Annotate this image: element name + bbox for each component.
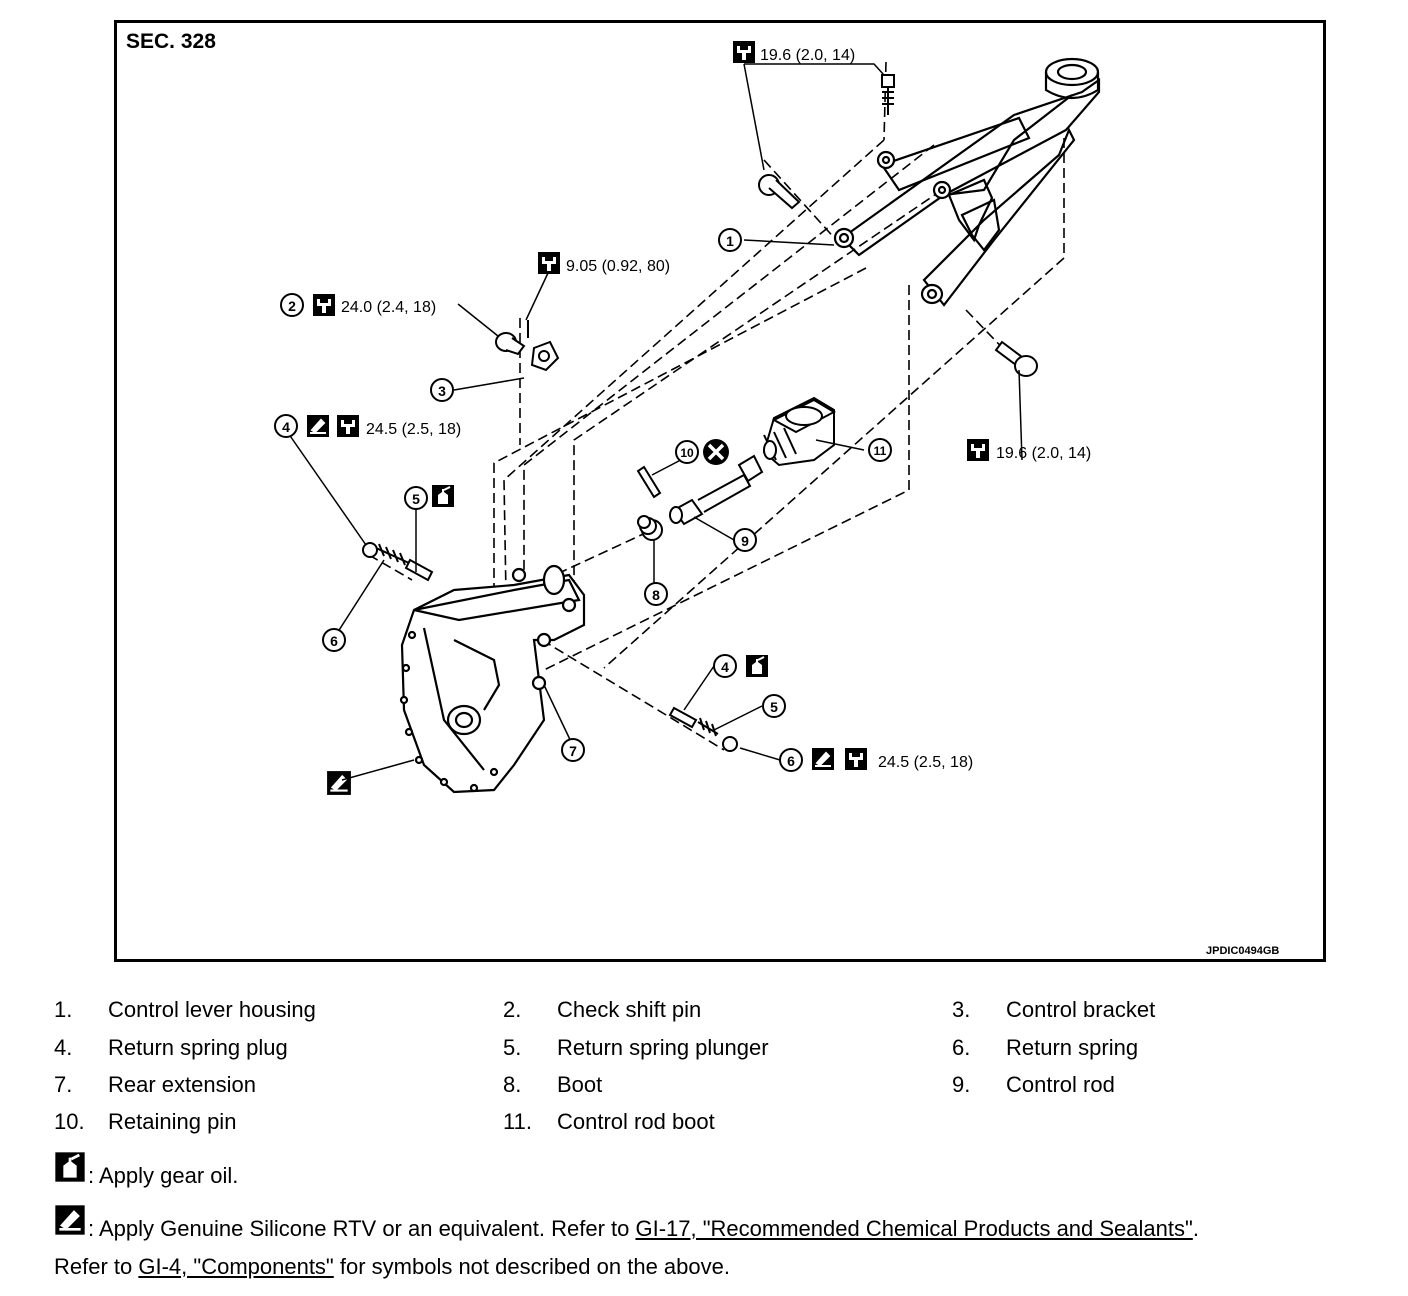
legend-label: Control lever housing: [108, 997, 316, 1022]
bolt-upper: [881, 74, 895, 115]
callout-3: 3: [430, 378, 454, 402]
torque-bolt-bracket: 9.05 (0.92, 80): [538, 252, 670, 275]
note-refer-end: for symbols not described on the above.: [333, 1254, 730, 1279]
callout-2: 2: [280, 293, 304, 317]
callout-6-left: 6: [322, 628, 346, 652]
section-label: SEC. 328: [126, 30, 216, 53]
link-gi-4[interactable]: GI-4, "Components": [138, 1254, 334, 1279]
exploded-parts-diagram: SEC. 328 JPDIC0494GB: [114, 20, 1326, 962]
retaining-pin: [636, 465, 662, 499]
svg-text:6: 6: [787, 753, 795, 769]
boot: [637, 515, 663, 541]
svg-text:2: 2: [288, 298, 296, 314]
svg-text:9.05 (0.92, 80): 9.05 (0.92, 80): [566, 258, 670, 275]
svg-text:5: 5: [770, 699, 778, 715]
torque-bolt-lower-right: 19.6 (2.0, 14): [967, 439, 1091, 462]
check-shift-pin: [495, 332, 526, 356]
note-refer-text: Refer to: [54, 1254, 139, 1279]
legend-label: Control bracket: [1006, 997, 1156, 1022]
note-refer-symbols: Refer to GI-4, "Components" for symbols …: [54, 1254, 730, 1280]
torque-check-shift-pin: 24.0 (2.4, 18): [313, 294, 436, 316]
callout-10: 10: [675, 440, 699, 464]
svg-text:5: 5: [412, 491, 420, 507]
legend-number: 5.: [503, 1035, 522, 1060]
leader-lines: [285, 63, 1023, 781]
legend-number: 11.: [503, 1109, 532, 1134]
svg-text:4: 4: [721, 659, 729, 675]
do-not-reuse-icon: [703, 439, 729, 465]
return-spring-set-left: [362, 542, 434, 582]
legend-number: 7.: [54, 1072, 73, 1097]
callout-4-left: 4: [274, 414, 298, 438]
svg-text:10: 10: [680, 446, 694, 460]
svg-text:24.5 (2.5, 18): 24.5 (2.5, 18): [366, 421, 461, 438]
legend-number: 3.: [952, 997, 971, 1022]
svg-text:19.6 (2.0, 14): 19.6 (2.0, 14): [760, 47, 855, 64]
legend-label: Rear extension: [108, 1072, 256, 1097]
legend-label: Control rod boot: [557, 1109, 715, 1134]
bolt-right-lower: [994, 340, 1038, 377]
legend-number: 1.: [54, 997, 73, 1022]
legend-number: 4.: [54, 1035, 73, 1060]
note-silicone-rtv: : Apply Genuine Silicone RTV or an equiv…: [88, 1216, 1199, 1242]
oil-icon-upper: [431, 484, 455, 508]
note-rtv-end: .: [1192, 1216, 1199, 1241]
svg-text:3: 3: [438, 383, 446, 399]
torque-spring-plug-right: 24.5 (2.5, 18): [811, 747, 973, 771]
figure-code: JPDIC0494GB: [1206, 945, 1279, 957]
legend-number: 8.: [503, 1072, 522, 1097]
legend-label: Control rod: [1006, 1072, 1115, 1097]
legend-number: 6.: [952, 1035, 971, 1060]
diagram-frame: [114, 20, 1326, 962]
callout-11: 11: [868, 438, 892, 462]
legend-label: Return spring plug: [108, 1035, 288, 1060]
callout-5-left: 5: [404, 486, 428, 510]
link-gi-17[interactable]: GI-17, "Recommended Chemical Products an…: [635, 1216, 1193, 1241]
torque-spring-plug-left: 24.5 (2.5, 18): [306, 414, 461, 438]
control-rod-boot: [762, 396, 837, 467]
legend-label: Retaining pin: [108, 1109, 237, 1134]
callout-1: 1: [718, 228, 742, 252]
svg-text:8: 8: [652, 587, 660, 603]
svg-text:24.5 (2.5, 18): 24.5 (2.5, 18): [878, 754, 973, 771]
legend-number: 9.: [952, 1072, 971, 1097]
note-gear-oil: : Apply gear oil.: [88, 1163, 239, 1188]
legend-label: Check shift pin: [557, 997, 702, 1022]
callout-6-right: 5: [762, 694, 786, 718]
legend-label: Return spring plunger: [557, 1035, 769, 1060]
sealant-icon-housing: [326, 770, 352, 796]
legend-label: Boot: [557, 1072, 603, 1097]
control-bracket: [527, 320, 560, 372]
callout-8: 8: [644, 582, 668, 606]
svg-text:4: 4: [282, 419, 290, 435]
svg-text:6: 6: [330, 633, 338, 649]
torque-bolt-upper: 19.6 (2.0, 14): [733, 41, 855, 64]
svg-text:19.6 (2.0, 14): 19.6 (2.0, 14): [996, 445, 1091, 462]
legend-number: 10.: [54, 1109, 85, 1134]
gear-oil-icon: [54, 1151, 86, 1183]
callout-4-right: 6: [779, 748, 803, 772]
svg-text:7: 7: [569, 743, 577, 759]
svg-text:24.0 (2.4, 18): 24.0 (2.4, 18): [341, 299, 436, 316]
sealant-icon: [54, 1204, 86, 1236]
callout-5-right: 4: [713, 654, 737, 678]
bolt-left-upper: [758, 174, 801, 210]
legend-number: 2.: [503, 997, 522, 1022]
svg-text:1: 1: [726, 233, 734, 249]
return-spring-set-right: [668, 706, 738, 752]
note-rtv-text: : Apply Genuine Silicone RTV or an equiv…: [88, 1216, 636, 1241]
rear-extension: [399, 564, 586, 794]
callout-9: 9: [733, 528, 757, 552]
assembly-guide-lines: [368, 61, 1065, 751]
callout-7: 7: [561, 738, 585, 762]
legend-label: Return spring: [1006, 1035, 1139, 1060]
control-lever-housing: [833, 57, 1101, 307]
svg-text:11: 11: [874, 444, 887, 458]
svg-text:9: 9: [741, 533, 749, 549]
control-rod: [669, 454, 764, 526]
oil-icon-lower: [745, 654, 769, 678]
